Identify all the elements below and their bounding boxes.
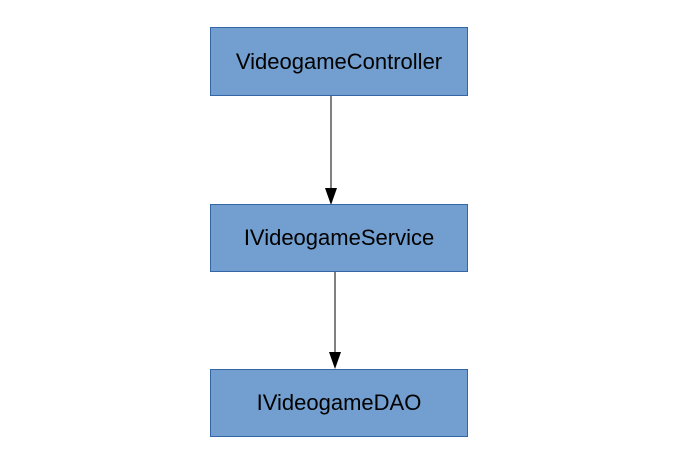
node-label: IVideogameService <box>243 225 435 250</box>
node-videogame-controller[interactable]: VideogameController <box>210 27 468 96</box>
arrowhead-icon <box>329 352 341 369</box>
node-ivideogame-dao[interactable]: IVideogameDAO <box>210 369 468 437</box>
node-label: IVideogameDAO <box>256 390 422 415</box>
edge-service-to-dao <box>329 272 341 369</box>
node-label: VideogameController <box>235 48 443 74</box>
arrowhead-icon <box>325 188 337 205</box>
edge-controller-to-service <box>325 96 337 205</box>
node-ivideogame-service[interactable]: IVideogameService <box>210 204 468 272</box>
